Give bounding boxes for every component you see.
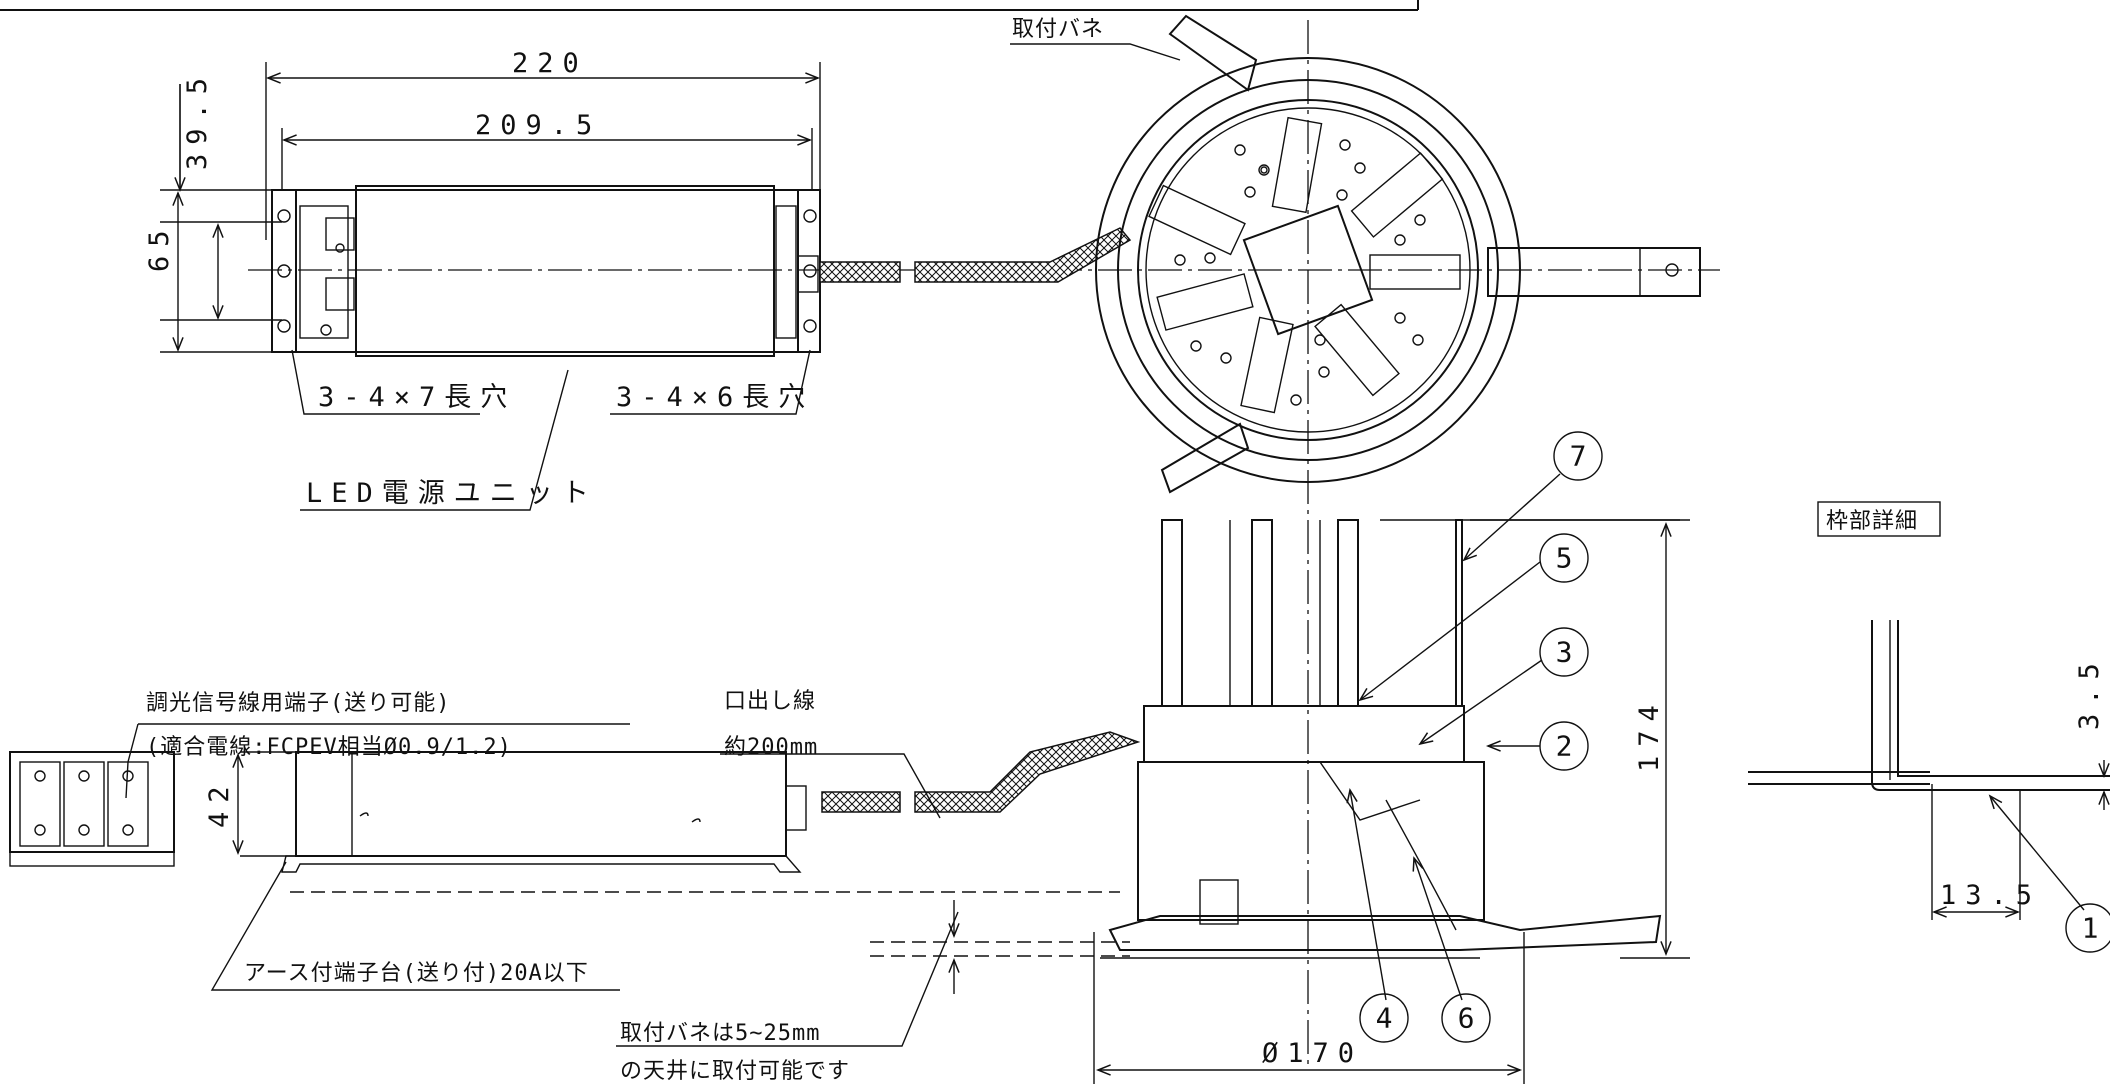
svg-text:3: 3 [1556, 636, 1573, 669]
lead-wire-label-2: 約200mm [724, 735, 818, 760]
dim-174: 174 [1634, 696, 1665, 772]
ceiling-note-2: の天井に取付可能です [620, 1059, 850, 1084]
dim-39-5: 39.5 [182, 69, 213, 170]
svg-text:5: 5 [1556, 542, 1573, 575]
callout-5: 5 [1358, 533, 1589, 702]
callout-7: 7 [1462, 431, 1603, 562]
dim-220: 220 [512, 48, 588, 79]
frame-detail-view: 枠部詳細 13.5 3.5 1 [1748, 501, 2110, 953]
power-unit-top-view: 220 209.5 39.5 65 3-4×7長穴 [144, 48, 1720, 511]
power-unit-side-view: 調光信号線用端子(送り可能) (適合電線:FCPEV相当Ø0.9/1.2) 42 [9, 689, 1141, 1084]
callout-6: 6 [1412, 856, 1491, 1043]
dim-42: 42 [204, 777, 235, 828]
dim-dia-170: Ø170 [1262, 1038, 1363, 1069]
mounting-spring-label: 取付バネ [1012, 17, 1104, 42]
dim-3-5: 3.5 [2074, 654, 2105, 730]
ceiling-note-1: 取付バネは5~25mm [620, 1021, 820, 1046]
dim-209-5: 209.5 [475, 110, 601, 141]
dim-13-5: 13.5 [1940, 880, 2041, 911]
callout-4: 4 [1346, 787, 1409, 1043]
svg-text:6: 6 [1458, 1002, 1475, 1035]
lead-wire-label-1: 口出し線 [724, 689, 816, 714]
detail-title: 枠部詳細 [1826, 509, 1918, 534]
svg-text:4: 4 [1376, 1002, 1393, 1035]
earth-terminal-label: アース付端子台(送り付)20A以下 [244, 961, 589, 986]
right-holes-label: 3-4×6長穴 [616, 382, 814, 413]
dim-65: 65 [144, 221, 175, 272]
fixture-top-view: 取付バネ [1010, 14, 1701, 1070]
terminal-label-2: (適合電線:FCPEV相当Ø0.9/1.2) [146, 735, 512, 760]
svg-text:7: 7 [1570, 440, 1587, 473]
left-holes-label: 3-4×7長穴 [318, 382, 516, 413]
fixture-side-view: 174 Ø170 [1093, 519, 1690, 1084]
svg-text:2: 2 [1556, 730, 1573, 763]
callout-1: 1 [2082, 912, 2099, 945]
callout-2: 2 [1485, 721, 1589, 771]
power-unit-name: LED電源ユニット [306, 478, 598, 509]
terminal-label-1: 調光信号線用端子(送り可能) [146, 691, 451, 716]
callout-3: 3 [1418, 627, 1589, 746]
